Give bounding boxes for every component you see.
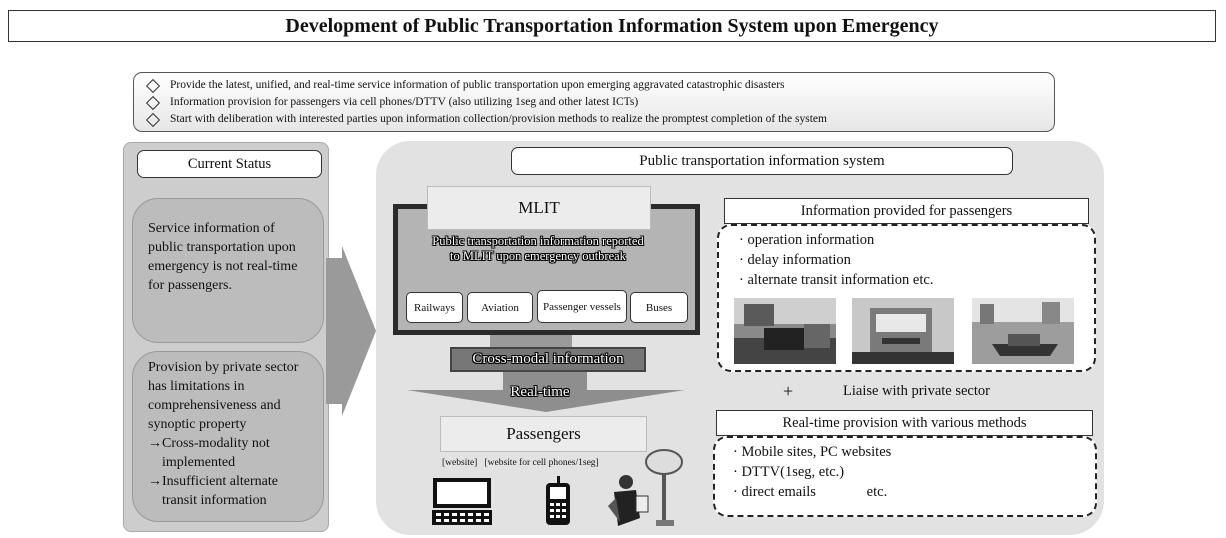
mlit-description: Public transportation information report…	[432, 234, 644, 263]
diamond-icon	[145, 112, 161, 127]
bullet-item: Information provision for passengers via…	[144, 94, 1044, 111]
private-sector-point: → Cross-modality not implemented	[148, 434, 315, 472]
right-arrow-icon: →	[148, 474, 162, 489]
right-arrow-icon: →	[148, 436, 162, 451]
system-heading: Public transportation information system	[511, 147, 1013, 175]
road-traffic-photo	[734, 298, 836, 364]
plus-icon: +	[783, 381, 794, 401]
person-at-bus-stop-icon	[608, 449, 683, 526]
current-status-heading: Current Status	[137, 150, 322, 178]
info-for-passengers-heading: Information provided for passengers	[724, 198, 1089, 224]
diamond-icon	[145, 78, 161, 93]
method-item: · Mobile sites, PC websites	[733, 444, 892, 460]
current-status-card-realtime: Service information of public transporta…	[132, 198, 324, 343]
bullet-text: Provide the latest, unified, and real-ti…	[170, 79, 785, 91]
point-text: Cross-modality not implemented	[162, 436, 270, 470]
bullet-item: Provide the latest, unified, and real-ti…	[144, 77, 1044, 94]
mode-aviation: Aviation	[467, 292, 533, 323]
monitor-stand	[490, 335, 572, 347]
train-photo	[852, 298, 954, 364]
down-arrow-icon	[407, 372, 685, 412]
private-sector-point: → Insufficient alternate transit informa…	[148, 472, 315, 510]
bullet-text: Information provision for passengers via…	[170, 96, 639, 108]
passengers-label: Passengers	[440, 416, 647, 452]
transition-arrow-icon	[326, 246, 376, 416]
point-text: Insufficient alternate transit informati…	[162, 474, 278, 508]
bullet-item: Start with deliberation with interested …	[144, 111, 1044, 128]
page-title: Development of Public Transportation Inf…	[8, 10, 1216, 42]
mode-railways: Railways	[406, 292, 463, 323]
liaise-label: Liaise with private sector	[843, 383, 990, 399]
realtime-methods-box: · Mobile sites, PC websites · DTTV(1seg,…	[713, 436, 1097, 517]
info-item: · delay information	[739, 252, 851, 268]
bullet-text: Start with deliberation with interested …	[170, 113, 827, 125]
current-status-card-private-sector: Provision by private sector has limitati…	[132, 351, 324, 522]
mode-passenger-vessels: Passenger vessels	[537, 290, 627, 323]
pc-icon	[432, 478, 492, 525]
realtime-methods-heading: Real-time provision with various methods	[716, 410, 1093, 436]
mode-buses: Buses	[630, 292, 688, 323]
summary-bullets: Provide the latest, unified, and real-ti…	[133, 72, 1055, 132]
mlit-label: MLIT	[427, 186, 651, 230]
ferry-photo	[972, 298, 1074, 364]
cell-phone-icon	[546, 476, 570, 525]
method-item: · direct emails etc.	[733, 484, 888, 500]
cross-modal-info-label: Cross-modal information	[450, 347, 646, 372]
method-item: · DTTV(1seg, etc.)	[733, 464, 845, 480]
info-item: · operation information	[739, 232, 875, 248]
diamond-icon	[145, 95, 161, 110]
channels-label: [website] [website for cell phones/1seg]	[442, 458, 599, 468]
info-item: · alternate transit information etc.	[739, 272, 934, 288]
realtime-label: Real-time	[510, 384, 570, 400]
private-sector-text: Provision by private sector has limitati…	[148, 360, 299, 432]
